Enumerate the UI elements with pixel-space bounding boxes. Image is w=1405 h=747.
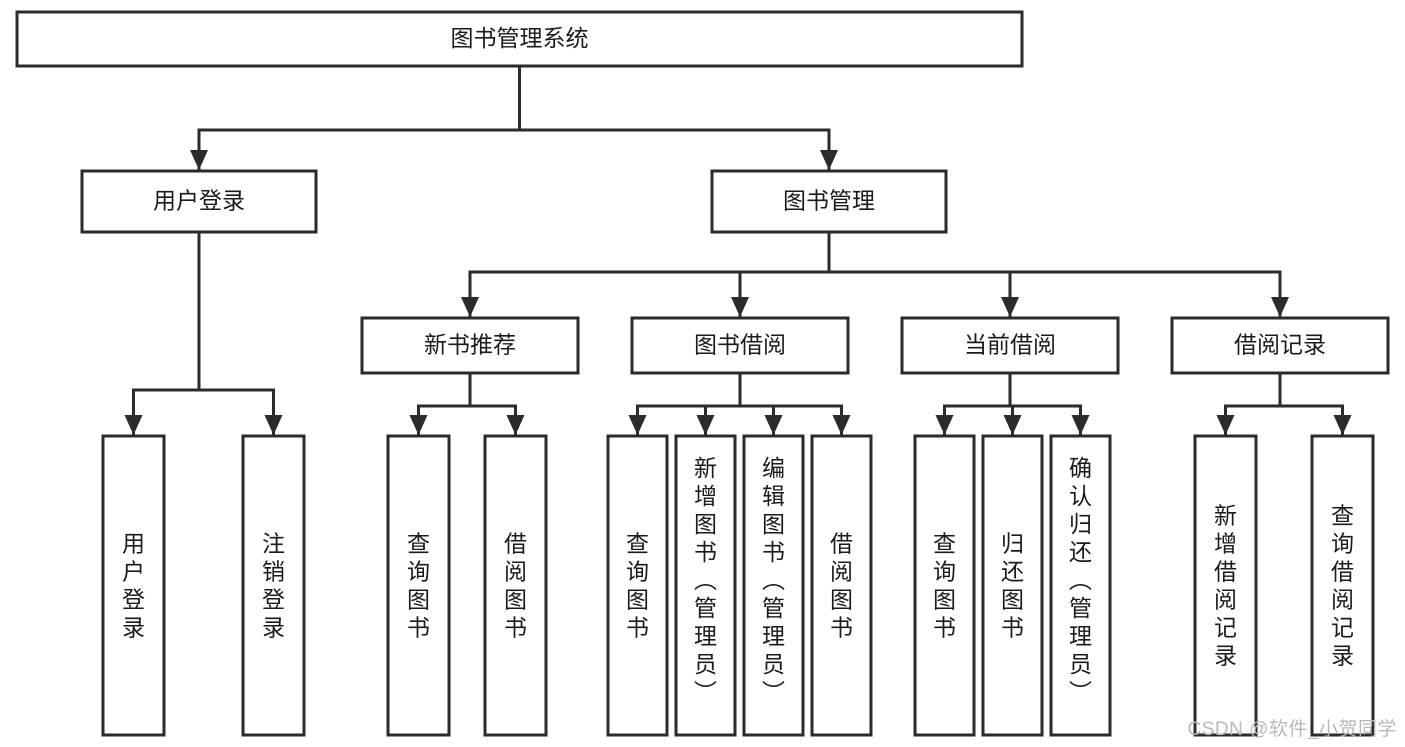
node-label: 当前借阅: [964, 332, 1056, 358]
node-box: [606, 434, 669, 737]
arrow-head: [1003, 415, 1022, 435]
node-box: [710, 169, 948, 234]
node-root[interactable]: 图书管理系统: [15, 10, 1024, 68]
node-leaf-borrow-book-2[interactable]: 借阅图书: [810, 434, 873, 737]
node-label: 借阅图书: [830, 530, 853, 640]
node-leaf-query-book-2[interactable]: 查询图书: [606, 434, 669, 737]
arrow-head: [1001, 297, 1019, 317]
node-leaf-query-book-3[interactable]: 查询图书: [913, 434, 976, 737]
node-box: [900, 316, 1120, 375]
node-label: 归还图书: [1001, 530, 1024, 640]
node-leaf-add-book[interactable]: 新增图书︵管理员︶: [674, 434, 737, 737]
node-current-borrow[interactable]: 当前借阅: [900, 316, 1120, 375]
arrow-head: [1333, 415, 1352, 435]
arrow-head: [506, 415, 525, 435]
arrow-head: [820, 150, 838, 170]
arrow-head: [696, 415, 715, 435]
node-box: [386, 434, 451, 737]
node-box: [15, 10, 1024, 68]
watermark-label: CSDN @软件_小贺同学: [1187, 719, 1397, 740]
node-leaf-query-book-1[interactable]: 查询图书: [386, 434, 451, 737]
node-layer: 图书管理系统用户登录图书管理新书推荐图书借阅当前借阅借阅记录用户登录注销登录查询…: [15, 10, 1390, 737]
arrow-head: [461, 297, 479, 317]
node-label: 用户登录: [122, 530, 145, 640]
node-label: 借阅记录: [1234, 332, 1326, 358]
node-box: [1193, 434, 1258, 737]
arrow-head: [264, 415, 283, 435]
arrow-head: [1071, 415, 1090, 435]
node-box: [101, 434, 166, 737]
node-box: [742, 434, 805, 737]
node-label: 确认归还︵管理员︶: [1069, 455, 1092, 705]
node-label: 新增借阅记录: [1214, 502, 1237, 668]
node-label: 图书管理系统: [451, 25, 589, 51]
node-box: [981, 434, 1044, 737]
arrow-head: [190, 150, 208, 170]
node-leaf-query-record[interactable]: 查询借阅记录: [1310, 434, 1375, 737]
node-book-borrow[interactable]: 图书借阅: [630, 316, 850, 375]
node-label: 图书借阅: [694, 332, 786, 358]
node-label: 查询图书: [407, 530, 430, 640]
node-box: [674, 434, 737, 737]
node-label: 图书管理: [783, 188, 875, 214]
node-label: 新书推荐: [424, 332, 516, 358]
node-box: [913, 434, 976, 737]
node-label: 借阅图书: [504, 530, 527, 640]
arrow-head: [764, 415, 783, 435]
node-label: 注销登录: [262, 530, 285, 640]
edge-layer: [124, 64, 1352, 436]
arrow-head: [124, 415, 143, 435]
node-box: [630, 316, 850, 375]
node-box: [1170, 316, 1390, 375]
arrow-head: [731, 297, 749, 317]
node-label: 查询图书: [933, 530, 956, 640]
node-leaf-user-login[interactable]: 用户登录: [101, 434, 166, 737]
arrow-head: [628, 415, 647, 435]
node-leaf-edit-book[interactable]: 编辑图书︵管理员︶: [742, 434, 805, 737]
arrow-head: [1271, 297, 1289, 317]
node-borrow-record[interactable]: 借阅记录: [1170, 316, 1390, 375]
node-user-login[interactable]: 用户登录: [80, 169, 318, 234]
node-label: 查询借阅记录: [1331, 502, 1354, 668]
node-book-manage[interactable]: 图书管理: [710, 169, 948, 234]
node-label: 查询图书: [626, 530, 649, 640]
node-label: 用户登录: [153, 188, 245, 214]
arrow-head: [935, 415, 954, 435]
arrow-head: [409, 415, 428, 435]
node-box: [1049, 434, 1112, 737]
node-box: [360, 316, 580, 375]
node-new-book-rec[interactable]: 新书推荐: [360, 316, 580, 375]
node-leaf-add-record[interactable]: 新增借阅记录: [1193, 434, 1258, 737]
node-box: [1310, 434, 1375, 737]
arrow-head: [832, 415, 851, 435]
node-box: [80, 169, 318, 234]
node-label: 新增图书︵管理员︶: [694, 455, 717, 705]
node-box: [241, 434, 306, 737]
node-leaf-logout[interactable]: 注销登录: [241, 434, 306, 737]
arrow-head: [1216, 415, 1235, 435]
node-leaf-borrow-book-1[interactable]: 借阅图书: [483, 434, 548, 737]
node-leaf-confirm-return[interactable]: 确认归还︵管理员︶: [1049, 434, 1112, 737]
node-leaf-return-book[interactable]: 归还图书: [981, 434, 1044, 737]
node-label: 编辑图书︵管理员︶: [762, 455, 785, 705]
node-box: [810, 434, 873, 737]
node-box: [483, 434, 548, 737]
